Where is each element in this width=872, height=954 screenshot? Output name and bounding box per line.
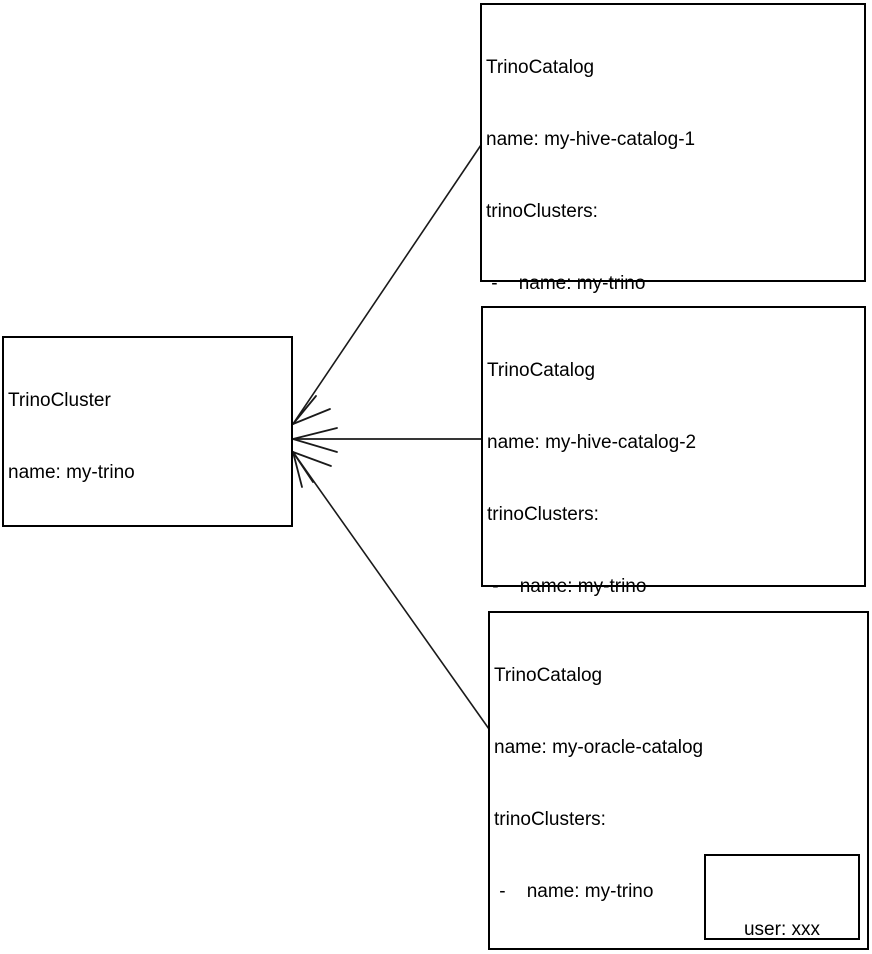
edge-catalog-1-to-cluster [292, 144, 482, 425]
node-trino-cluster[interactable]: TrinoCluster name: my-trino [2, 336, 293, 527]
node-trino-catalog-oracle[interactable]: TrinoCatalog name: my-oracle-catalog tri… [488, 611, 869, 954]
yaml-line: TrinoCatalog [486, 57, 595, 78]
yaml-line: trinoClusters: [486, 201, 598, 222]
yaml-line: name: my-hive-catalog-1 [486, 129, 696, 150]
yaml-line: trinoClusters: [494, 809, 606, 830]
yaml-line: user: xxx [743, 919, 821, 940]
yaml-line: TrinoCluster [8, 390, 111, 411]
yaml-line: - name: my-trino [494, 881, 654, 902]
yaml-line: - name: my-trino [487, 576, 647, 597]
node-trino-catalog-hive-1[interactable]: TrinoCatalog name: my-hive-catalog-1 tri… [480, 3, 866, 654]
yaml-line: trinoClusters: [487, 504, 599, 525]
node-oracle-credentials-secret[interactable]: user: xxx password: xxx [704, 854, 860, 940]
yaml-line: TrinoCatalog [487, 360, 596, 381]
node-trino-cluster-text: TrinoCluster name: my-trino [8, 341, 289, 533]
yaml-line: - name: my-trino [486, 273, 646, 294]
node-trino-catalog-oracle-text: TrinoCatalog name: my-oracle-catalog tri… [494, 616, 865, 954]
edge-catalog-2-to-cluster [292, 427, 483, 453]
yaml-line: TrinoCatalog [494, 665, 603, 686]
yaml-line: name: my-hive-catalog-2 [487, 432, 697, 453]
node-trino-catalog-hive-2[interactable]: TrinoCatalog name: my-hive-catalog-2 tri… [481, 306, 866, 885]
node-oracle-credentials-secret-text: user: xxx password: xxx [706, 870, 858, 954]
yaml-line: name: my-oracle-catalog [494, 737, 704, 758]
yaml-line: name: my-trino [8, 462, 135, 483]
edge-catalog-3-to-cluster [292, 451, 490, 730]
